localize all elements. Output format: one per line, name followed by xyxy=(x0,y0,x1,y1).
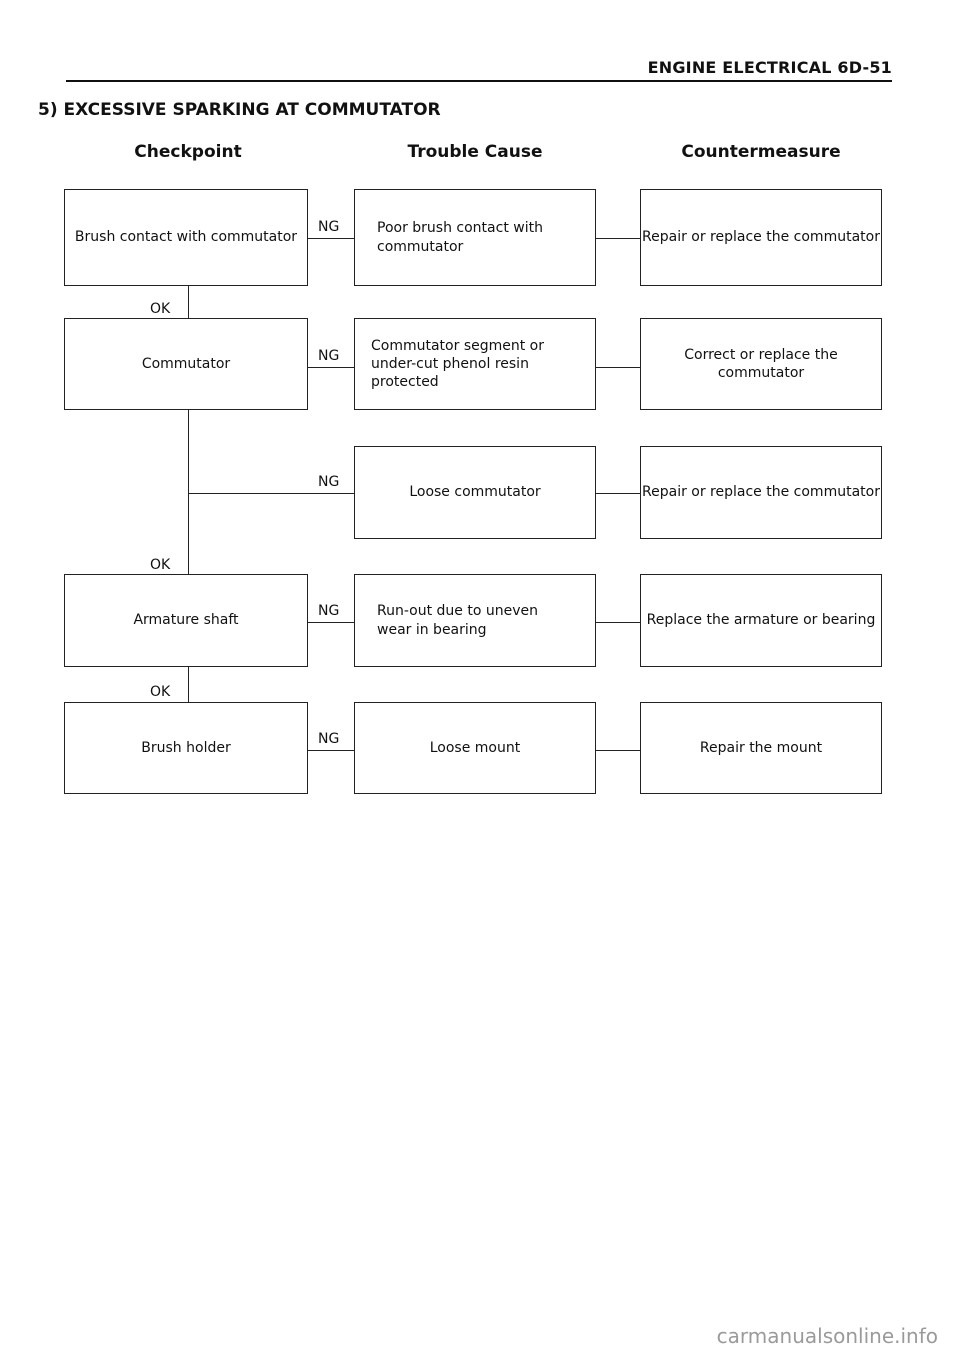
ok-label: OK xyxy=(150,684,171,700)
column-heading-countermeasure: Countermeasure xyxy=(681,142,841,162)
cause-label: Loose commutator xyxy=(409,484,541,501)
checkpoint-box-commutator: Commutator xyxy=(64,318,308,410)
ok-connector xyxy=(188,410,189,574)
ng-label: NG xyxy=(318,731,340,747)
checkpoint-box-brush-contact: Brush contact with commutator xyxy=(64,189,308,286)
countermeasure-connector xyxy=(596,622,640,623)
countermeasure-label: Repair or replace the commutator xyxy=(642,484,880,501)
ok-label: OK xyxy=(150,557,171,573)
ng-label: NG xyxy=(318,474,340,490)
countermeasure-box-4: Replace the armature or bearing xyxy=(640,574,882,667)
cause-box-commutator-segment: Commutator segment or under-cut phenol r… xyxy=(354,318,596,410)
ng-connector xyxy=(308,238,354,239)
countermeasure-connector xyxy=(596,493,640,494)
cause-box-run-out: Run-out due to uneven wear in bearing xyxy=(354,574,596,667)
ng-connector xyxy=(308,367,354,368)
ng-label: NG xyxy=(318,603,340,619)
ng-connector xyxy=(188,493,354,494)
countermeasure-box-5: Repair the mount xyxy=(640,702,882,794)
checkpoint-box-armature-shaft: Armature shaft xyxy=(64,574,308,667)
cause-label: Poor brush contact with commutator xyxy=(377,220,543,255)
cause-box-loose-mount: Loose mount xyxy=(354,702,596,794)
ng-connector xyxy=(308,750,354,751)
checkpoint-label: Brush contact with commutator xyxy=(74,229,298,246)
cause-box-loose-commutator: Loose commutator xyxy=(354,446,596,539)
countermeasure-box-2: Correct or replace the commutator xyxy=(640,318,882,410)
checkpoint-label: Brush holder xyxy=(141,739,231,756)
ok-connector xyxy=(188,667,189,702)
countermeasure-label: Repair the mount xyxy=(699,739,823,756)
column-heading-trouble-cause: Trouble Cause xyxy=(407,142,543,162)
cause-label: Loose mount xyxy=(429,739,521,756)
countermeasure-label: Repair or replace the commutator xyxy=(642,229,880,246)
countermeasure-label: Replace the armature or bearing xyxy=(646,612,876,629)
header-rule xyxy=(66,80,892,82)
ng-connector xyxy=(308,622,354,623)
page-header-title: ENGINE ELECTRICAL 6D-51 xyxy=(647,58,892,77)
countermeasure-box-3: Repair or replace the commutator xyxy=(640,446,882,539)
countermeasure-connector xyxy=(596,238,640,239)
cause-label: Run-out due to uneven wear in bearing xyxy=(377,603,538,638)
column-heading-checkpoint: Checkpoint xyxy=(134,142,242,162)
countermeasure-connector xyxy=(596,750,640,751)
countermeasure-box-1: Repair or replace the commutator xyxy=(640,189,882,286)
section-title: 5) EXCESSIVE SPARKING AT COMMUTATOR xyxy=(38,100,441,120)
checkpoint-label: Armature shaft xyxy=(133,612,239,629)
ng-label: NG xyxy=(318,348,340,364)
ok-label: OK xyxy=(150,301,171,317)
checkpoint-label: Commutator xyxy=(141,355,231,372)
ok-connector xyxy=(188,286,189,318)
checkpoint-box-brush-holder: Brush holder xyxy=(64,702,308,794)
ng-label: NG xyxy=(318,219,340,235)
countermeasure-label: Correct or replace the commutator xyxy=(684,346,838,381)
countermeasure-connector xyxy=(596,367,640,368)
cause-box-poor-brush-contact: Poor brush contact with commutator xyxy=(354,189,596,286)
watermark: carmanualsonline.info xyxy=(716,1324,938,1348)
cause-label: Commutator segment or under-cut phenol r… xyxy=(371,337,544,391)
